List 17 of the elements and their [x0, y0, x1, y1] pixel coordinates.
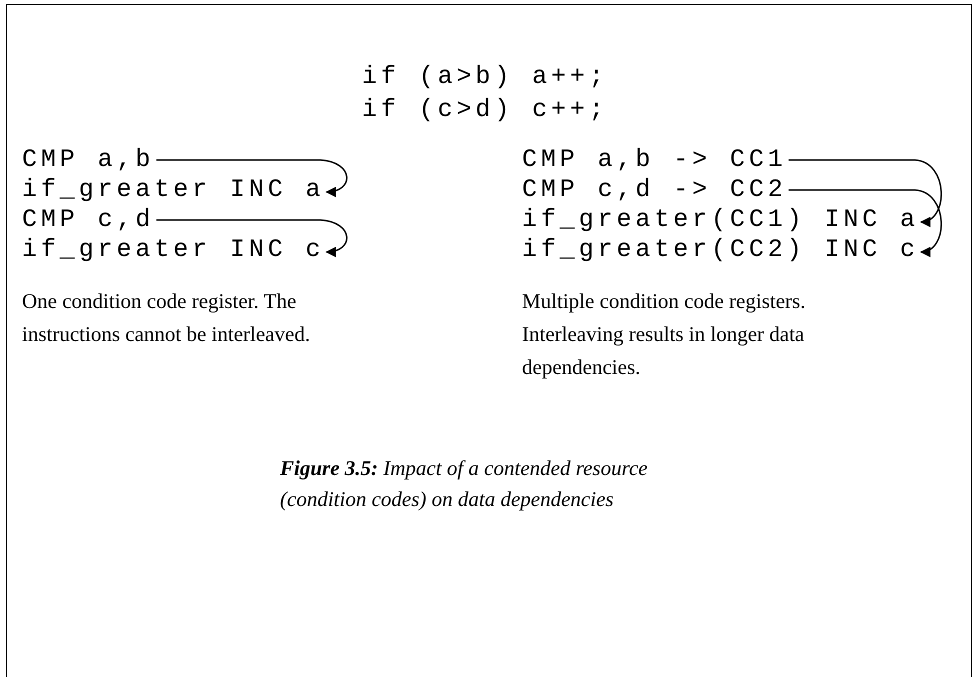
code-line: CMP a,b -> CC1	[522, 145, 787, 175]
code-line: if (c>d) c++;	[362, 95, 608, 125]
curved-arrow	[788, 159, 942, 226]
code-line: if (a>b) a++;	[362, 62, 608, 92]
curved-arrow	[788, 189, 942, 256]
code-line: if_greater INC a	[22, 175, 324, 205]
curved-arrow	[156, 219, 348, 256]
code-line: if_greater INC c	[22, 235, 324, 265]
code-line: if_greater(CC2) INC c	[522, 235, 919, 265]
figure-caption: Figure 3.5: Impact of a contended resource (condition codes) on data dependencies	[280, 455, 649, 513]
description-text: Multiple condition code registers. Interleaving results in longer data dependencies.	[522, 288, 806, 381]
curved-arrow	[156, 159, 348, 196]
code-line: CMP c,d -> CC2	[522, 175, 787, 205]
code-line: CMP c,d	[22, 205, 154, 235]
code-line: CMP a,b	[22, 145, 154, 175]
code-line: if_greater(CC1) INC a	[522, 205, 919, 235]
description-text: One condition code register. The instructions cannot be interleaved.	[22, 288, 312, 348]
